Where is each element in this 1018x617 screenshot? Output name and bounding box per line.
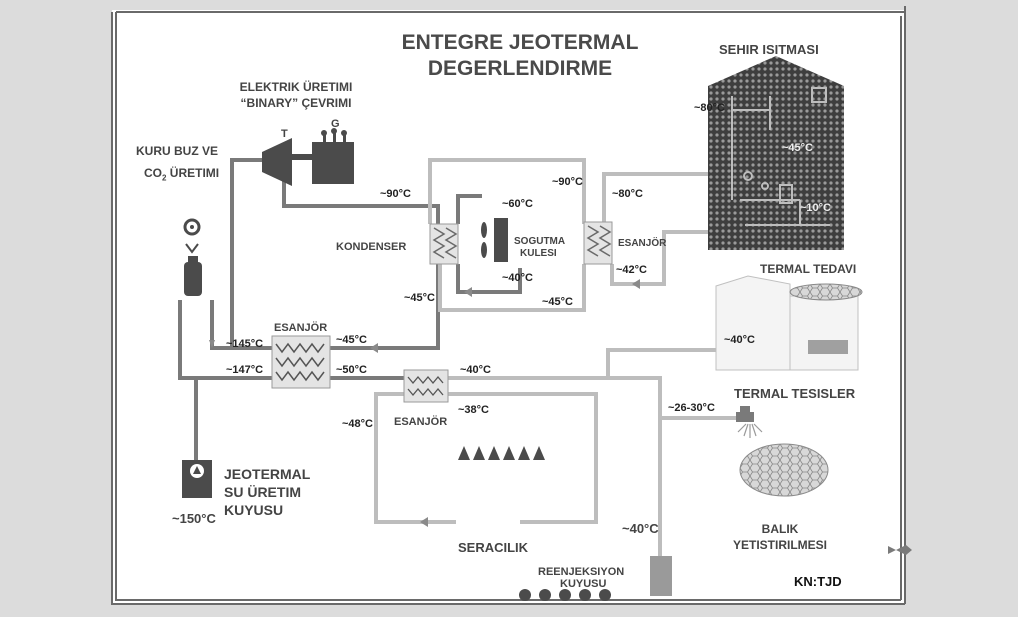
thermal-treatment-building	[715, 275, 863, 371]
temp-binary-90: ~90°C	[380, 188, 412, 200]
turbine-shaft	[292, 154, 312, 160]
city-esanjor-exchanger	[583, 221, 613, 265]
fish-icon	[888, 545, 912, 555]
condenser-label: KONDENSER	[336, 241, 407, 253]
temp-treatment-40: ~40°C	[724, 334, 756, 346]
temp-tower-60: ~60°C	[502, 198, 534, 210]
production-well-label-line3: KUYUSU	[224, 502, 284, 518]
cooling-tower-icon	[481, 218, 508, 262]
city-heating-label: SEHIR ISITMASI	[719, 42, 819, 57]
temp-city-10: ~10°C	[800, 202, 832, 214]
generator-label: G	[331, 118, 340, 130]
temp-esanjor-45: ~45°C	[336, 334, 368, 346]
greenhouse-label: SERACILIK	[458, 540, 529, 555]
greenhouse-esanjor-label: ESANJÖR	[394, 416, 448, 428]
temp-loop-90: ~90°C	[552, 176, 584, 188]
fish-tank	[739, 443, 829, 497]
temp-tower-40: ~40°C	[502, 272, 534, 284]
greenhouse-esanjor-exchanger	[403, 369, 449, 403]
production-well-label-line2: SU ÜRETIM	[224, 484, 301, 500]
plant-icon	[458, 446, 545, 460]
turbine-label: T	[281, 128, 288, 140]
reinjection-label-line2: KUYUSU	[560, 578, 607, 590]
temp-esanjor-50: ~50°C	[336, 364, 368, 376]
temp-condenser-45: ~45°C	[404, 292, 436, 304]
temp-well-150: ~150°C	[172, 511, 216, 526]
cooling-tower-label-line1: SOGUTMA	[514, 236, 566, 247]
main-esanjor-label: ESANJÖR	[274, 322, 328, 334]
dry-ice-label-line1: KURU BUZ VE	[136, 144, 219, 158]
city-heating-house	[708, 56, 844, 250]
temp-esanjor-out-42: ~42°C	[616, 264, 648, 276]
fish-farming-label-line1: BALIK	[761, 522, 799, 536]
diagram-title-line1: ENTEGRE JEOTERMAL	[401, 31, 639, 54]
temp-greenhouse-48: ~48°C	[342, 418, 374, 430]
greenhouse-loop	[374, 392, 598, 524]
temp-well-145: ~145°C	[226, 338, 264, 350]
temp-loop-45: ~45°C	[542, 296, 574, 308]
reinjection-label-line1: REENJEKSIYON	[538, 566, 625, 578]
dry-ice-label-line2: CO2 ÜRETIMI	[144, 166, 220, 183]
temp-reinjection-40: ~40°C	[622, 521, 659, 536]
production-well-label-line1: JEOTERMAL	[224, 466, 311, 482]
co2-plant-icon	[183, 218, 202, 296]
temp-esanjor-in-80: ~80°C	[612, 188, 644, 200]
spa-distribution-pipes	[448, 348, 740, 556]
city-heating-connection	[602, 172, 708, 286]
power-generation-label-line1: ELEKTRIK ÜRETIMI	[239, 80, 353, 94]
temp-greenhouse-40: ~40°C	[460, 364, 492, 376]
temp-well-147: ~147°C	[226, 364, 264, 376]
turbine-icon	[262, 138, 292, 186]
cooling-tower-label-line2: KULESI	[520, 248, 557, 259]
temp-city-80: ~80°C	[694, 102, 726, 114]
tap-icon	[736, 406, 763, 438]
flow-arrow-icons	[209, 279, 640, 527]
reinjection-well	[650, 556, 672, 596]
temp-city-45: ~45°C	[782, 142, 814, 154]
diagram-frame	[111, 6, 906, 605]
diagram-title-line2: DEGERLENDIRME	[427, 57, 613, 80]
thermal-treatment-label: TERMAL TEDAVI	[760, 262, 857, 276]
fish-farming-label-line2: YETISTIRILMESI	[732, 538, 827, 552]
city-esanjor-label: ESANJÖR	[618, 238, 667, 249]
credit-label: KN:TJD	[794, 574, 842, 589]
power-generation-label-line2: “BINARY” ÇEVRIMI	[240, 96, 352, 110]
reinjection-figures	[519, 589, 611, 601]
thermal-facilities-label: TERMAL TESISLER	[734, 386, 856, 401]
main-esanjor-exchanger	[271, 335, 331, 389]
heat-distribution-loop	[428, 158, 586, 312]
generator-icon	[312, 128, 354, 184]
temp-greenhouse-38: ~38°C	[458, 404, 490, 416]
cooling-tower-loop	[456, 194, 522, 294]
condenser-exchanger	[429, 223, 459, 265]
pump-icon	[182, 460, 212, 498]
temp-facilities-26-30: ~26-30°C	[668, 402, 715, 414]
